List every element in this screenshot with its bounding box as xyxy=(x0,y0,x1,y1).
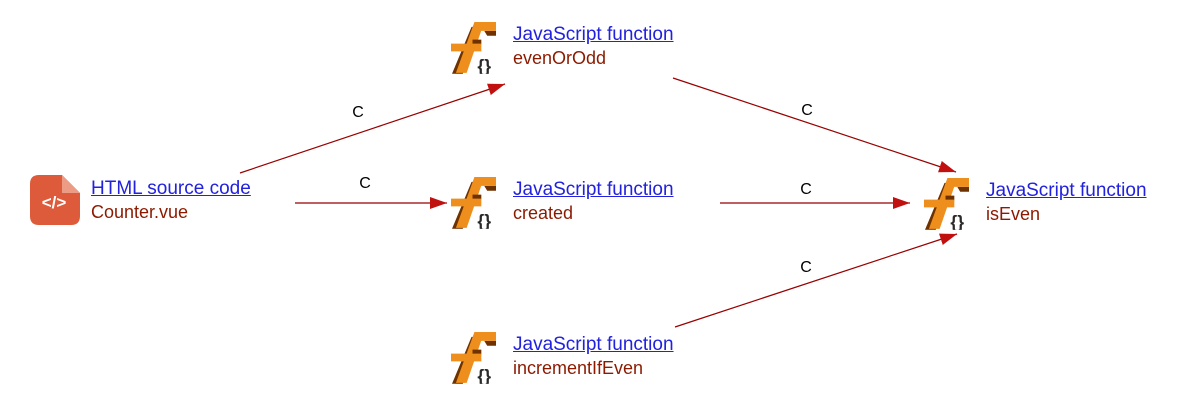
node-entity-name: Counter.vue xyxy=(91,201,189,222)
node-type-link[interactable]: JavaScript function xyxy=(513,334,674,355)
node-text-block: JavaScript function evenOrOdd xyxy=(513,23,674,70)
node-counter-vue[interactable]: HTML source code Counter.vue xyxy=(30,175,251,225)
node-type-link[interactable]: JavaScript function xyxy=(513,24,674,45)
call-edge-line xyxy=(672,77,957,173)
call-edge-label: C xyxy=(800,181,812,198)
node-entity-name: created xyxy=(513,203,574,223)
js-function-icon[interactable] xyxy=(451,329,496,384)
call-edge-line xyxy=(239,83,506,174)
node-text-block: JavaScript function isEven xyxy=(986,179,1147,226)
node-incrementifeven[interactable]: JavaScript function incrementIfEven xyxy=(451,329,674,384)
node-evenorodd[interactable]: JavaScript function evenOrOdd xyxy=(451,19,674,74)
node-entity-name: incrementIfEven xyxy=(513,358,644,378)
call-edge-label: C xyxy=(800,259,812,276)
call-edge-label: C xyxy=(359,175,371,192)
js-function-icon[interactable] xyxy=(451,19,496,74)
node-entity-name: isEven xyxy=(986,204,1041,224)
html-file-icon[interactable] xyxy=(30,175,80,225)
call-edge-label: C xyxy=(801,102,813,119)
call-edge-line xyxy=(674,233,958,328)
node-type-link[interactable]: JavaScript function xyxy=(513,179,674,200)
node-type-link[interactable]: HTML source code xyxy=(91,177,251,199)
node-type-link[interactable]: JavaScript function xyxy=(986,180,1147,201)
node-iseven[interactable]: JavaScript function isEven xyxy=(924,175,1147,230)
js-function-icon[interactable] xyxy=(451,174,496,229)
node-entity-name: evenOrOdd xyxy=(513,48,607,68)
node-created[interactable]: JavaScript function created xyxy=(451,174,674,229)
js-function-icon[interactable] xyxy=(924,175,969,230)
node-text-block: HTML source code Counter.vue xyxy=(91,177,251,224)
call-edge-label: C xyxy=(352,104,364,121)
node-text-block: JavaScript function incrementIfEven xyxy=(513,333,674,380)
node-text-block: JavaScript function created xyxy=(513,178,674,225)
